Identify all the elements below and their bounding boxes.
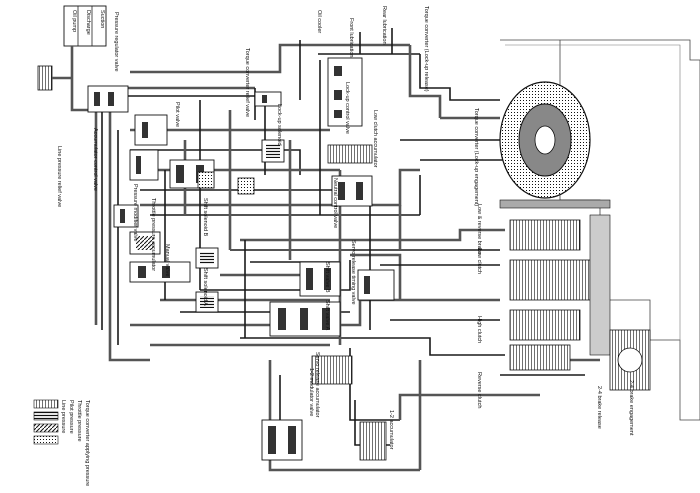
torque-converter-lockup-release-label: Torque converter (Lock-up release) <box>423 6 429 92</box>
servo-release-accumulator-label: Servo release accumulator <box>314 352 320 418</box>
legend-label-pilot: Pilot pressure <box>68 400 74 434</box>
modulator-valve-1-2-label: 1-2 modulator valve <box>308 368 314 416</box>
lockup-control-valve-label: Lock-up control valve <box>344 82 350 134</box>
low-clutch-label: Low clutch <box>476 248 482 274</box>
neutral-control-valve-label: Neutral control valve <box>332 178 338 228</box>
high-clutch-label: High clutch <box>476 316 482 343</box>
lockup-solenoid-label: Lock-up solenoid <box>276 104 282 146</box>
shift-valve-b-label: Shift valve B <box>324 262 330 293</box>
manual-valve-label: Manual valve <box>164 244 170 276</box>
low-reverse-brake-label: Low & reverse brake <box>476 204 482 254</box>
valve-bodies <box>87 57 395 461</box>
pressure-regulator-valve-label: Pressure regulator valve <box>113 12 119 72</box>
brake-engagement-2-4-label: 2-4 brake engagement <box>628 380 634 436</box>
component-labels: Torque converter relief valve Oil cooler… <box>56 6 634 450</box>
reverse-clutch-label: Reverse clutch <box>476 372 482 408</box>
throttle-pressure-accumulator-label: Throttle pressure accumulator <box>150 198 156 271</box>
pilot-valve-label: Pilot valve <box>174 102 180 127</box>
legend-label-line: Line pressure <box>60 400 66 433</box>
shift-valve-a-label: Shift valve A <box>324 300 330 331</box>
low-clutch-accumulator-label: Low clutch accumulator <box>372 110 378 168</box>
discharge-label: Discharge <box>85 10 91 35</box>
torque-converter-lockup-engagement-label: Torque converter (Lock-up engagement) <box>473 108 479 206</box>
oil-strainer <box>37 65 53 91</box>
front-lubrication-label: Front lubrication <box>348 18 354 57</box>
servo-release-timing-valve-label: Servo release timing valve <box>350 240 356 305</box>
legend: Line pressure Pilot pressure Throttle pr… <box>33 399 90 486</box>
legend-label-converter: Torque converter applying pressure <box>84 400 90 486</box>
line-pressure-relief-valve-label: Line pressure relief valve <box>56 146 62 207</box>
oil-pump: Oil pump Discharge Suction <box>63 5 107 47</box>
legend-swatch-pilot <box>33 411 59 421</box>
accumulator-1-2-label: 1-2 accumulator <box>388 410 394 450</box>
rear-lubrication-label: Rear lubrication <box>381 6 387 45</box>
pressure-modifier-valve-label: Pressure modifier valve <box>132 184 138 241</box>
shift-solenoid-a-label: Shift solenoid A <box>202 268 208 306</box>
legend-swatch-converter <box>33 435 59 445</box>
legend-swatch-line <box>33 399 59 409</box>
oil-pump-label: Oil pump <box>71 10 77 32</box>
legend-swatch-throttle <box>33 423 59 433</box>
shift-solenoid-b-label: Shift solenoid B <box>202 198 208 237</box>
accumulator-control-valve-label: Accumulator control valve <box>92 128 98 191</box>
brake-release-2-4-label: 2-4 brake release <box>596 386 602 429</box>
suction-label: Suction <box>99 10 105 28</box>
legend-label-throttle: Throttle pressure <box>76 400 82 442</box>
transmission-case <box>499 39 700 421</box>
oil-cooler-label: Oil cooler <box>316 10 322 33</box>
torque-converter-relief-valve-label: Torque converter relief valve <box>244 48 250 117</box>
